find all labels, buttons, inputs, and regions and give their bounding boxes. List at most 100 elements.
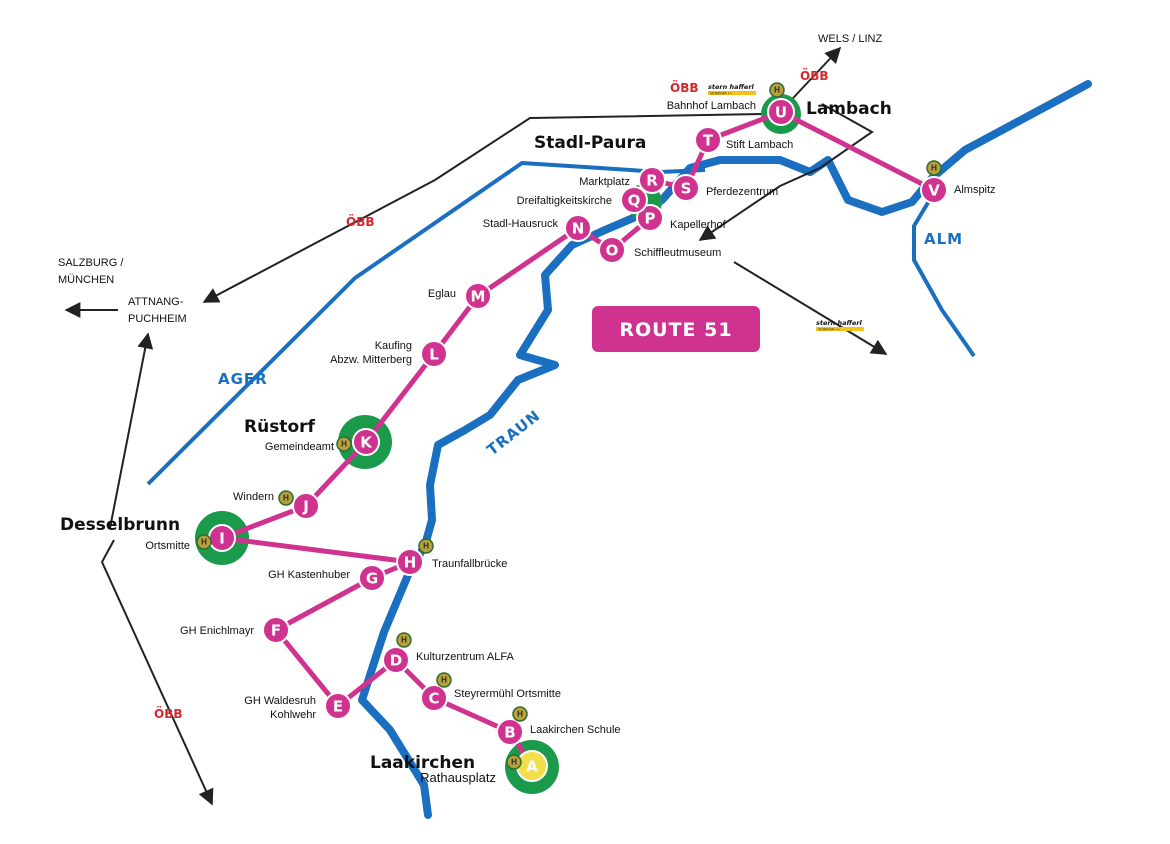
stop-label-g: GH Kastenhuber [268, 569, 350, 581]
stop-marker-s [672, 174, 700, 202]
stop-m: M [464, 282, 492, 310]
bus-stop-icon [278, 490, 294, 506]
stop-letter-c: C [428, 690, 439, 708]
rail-line-desselbrunn-attnang [109, 332, 154, 529]
bus-stop-icon [926, 160, 942, 176]
town-desselbrunn: Desselbrunn [60, 515, 180, 535]
route-label-box [592, 306, 760, 352]
bus-stop-icon [396, 632, 412, 648]
stop-marker-t [694, 126, 722, 154]
obb-logo-4: ÖBB [670, 80, 699, 95]
rail-lines [64, 46, 888, 806]
stop-label-m: Eglau [428, 288, 456, 300]
stop-label-o: Schiffleutmuseum [634, 247, 721, 259]
stop-v: VH [920, 160, 948, 204]
stop-letter-e: E [333, 698, 343, 716]
stop-marker-p [636, 204, 664, 232]
stop-letter-n: N [572, 220, 585, 238]
stop-h: HH [396, 538, 434, 576]
svg-text:VERKEHR ›››: VERKEHR ››› [818, 328, 841, 332]
stop-label-t: Stift Lambach [726, 139, 793, 151]
rail-labels: WELS / LINZ SALZBURG / MÜNCHEN ATTNANG- … [58, 33, 882, 721]
stop-label-u: Bahnhof Lambach [667, 100, 756, 112]
stop-label-f: GH Enichlmayr [180, 625, 254, 637]
stop-marker-l [420, 340, 448, 368]
rail-line-desselbrunn-south [100, 539, 214, 806]
stop-n: N [564, 214, 592, 242]
stop-i: IH [196, 524, 236, 552]
rail-label-salzburg-1: SALZBURG / [58, 257, 124, 269]
stop-marker-u [767, 98, 795, 126]
stop-letter-r: R [646, 172, 658, 190]
stop-letter-l: L [429, 346, 439, 364]
stop-label-k: Gemeindeamt [265, 441, 334, 453]
stop-marker-h [396, 548, 424, 576]
town-stadl-paura: Stadl-Paura [534, 133, 646, 153]
stern-hafferl-logo-2: stern hafferl VERKEHR ››› [816, 319, 864, 332]
river-label-ager: AGER [218, 370, 268, 388]
stop-l: L [420, 340, 448, 368]
town-laakirchen: Laakirchen [370, 753, 475, 773]
stop-j: JH [278, 490, 320, 520]
stop-letter-a: A [526, 758, 538, 776]
stop-e: E [324, 692, 352, 720]
bus-stop-letter: H [401, 636, 407, 645]
stop-b: BH [496, 706, 528, 746]
bus-stop-icon [512, 706, 528, 722]
svg-text:stern hafferl: stern hafferl [816, 319, 863, 327]
stop-label-q: Dreifaltigkeitskirche [517, 195, 612, 207]
stop-marker-g [358, 564, 386, 592]
bus-stop-letter: H [511, 758, 517, 767]
stop-marker-b [496, 718, 524, 746]
river-ager [146, 161, 706, 486]
stop-label-i: Ortsmitte [145, 540, 190, 552]
bus-stop-icon [769, 82, 785, 98]
bus-stop-letter: H [931, 164, 937, 173]
stop-label-b: Laakirchen Schule [530, 724, 621, 736]
stop-a: AH [506, 750, 548, 782]
stop-label-n: Stadl-Hausruck [483, 218, 559, 230]
stop-s: S [672, 174, 700, 202]
stop-marker-k [352, 428, 380, 456]
rail-label-attnang-2: PUCHHEIM [128, 313, 187, 325]
stop-letter-b: B [504, 724, 515, 742]
stop-label-l-2: Abzw. Mitterberg [330, 354, 412, 366]
stop-marker-e [324, 692, 352, 720]
stop-letter-o: O [606, 242, 619, 260]
bus-stop-letter: H [201, 538, 207, 547]
stop-label-v: Almspitz [954, 184, 996, 196]
stop-label-h: Traunfallbrücke [432, 558, 507, 570]
town-names: Lambach Stadl-Paura Rüstorf Desselbrunn … [60, 99, 892, 773]
stop-label-c: Steyrermühl Ortsmitte [454, 688, 561, 700]
obb-logo-3: ÖBB [800, 68, 829, 83]
stern-hafferl-logo-1: stern hafferl VERKEHR ››› [708, 83, 756, 96]
stop-label-r: Marktplatz [579, 176, 630, 188]
stop-u: UH [767, 82, 795, 126]
obb-logo-2: ÖBB [154, 706, 183, 721]
stop-letter-g: G [366, 570, 378, 588]
bus-stop-icon [336, 436, 352, 452]
stop-marker-o [598, 236, 626, 264]
stop-label-e-1: GH Waldesruh [244, 695, 316, 707]
stop-marker-f [262, 616, 290, 644]
stop-r: R [638, 166, 666, 194]
stop-letter-k: K [360, 434, 373, 452]
bus-stop-letter: H [774, 86, 780, 95]
stop-c: CH [420, 672, 452, 712]
stop-label-l-1: Kaufing [375, 340, 412, 352]
svg-text:stern hafferl: stern hafferl [708, 83, 755, 91]
stop-o: O [598, 236, 626, 264]
town-lambach: Lambach [806, 99, 892, 119]
stop-letter-t: T [703, 132, 714, 150]
river-label-alm: ALM [924, 230, 963, 248]
stop-marker-v [920, 176, 948, 204]
stop-g: G [358, 564, 386, 592]
bus-stop-letter: H [441, 676, 447, 685]
bus-stop-letter: H [283, 494, 289, 503]
stop-d: DH [382, 632, 412, 674]
town-ruestorf: Rüstorf [244, 417, 316, 437]
stop-letter-u: U [775, 104, 787, 122]
rail-label-wels-linz: WELS / LINZ [818, 33, 882, 45]
